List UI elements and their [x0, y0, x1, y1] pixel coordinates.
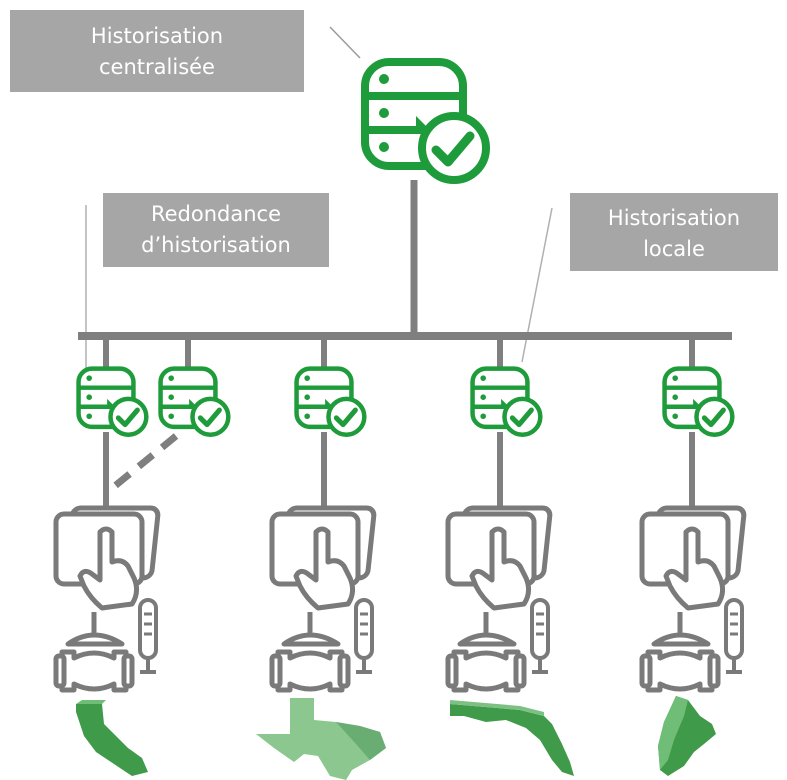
california-map [76, 700, 148, 776]
local-database-sync-icon-1 [79, 369, 147, 435]
central-database-sync-icon [365, 62, 486, 180]
field-equipment-2 [272, 508, 375, 690]
redundancy-label: Redondance d’historisation [103, 193, 329, 267]
field-equipment-3 [448, 508, 551, 690]
redundancy-label-line2: d’historisation [141, 233, 291, 257]
redundancy-label-line1: Redondance [150, 202, 282, 226]
local-historian-label-line1: Historisation [607, 206, 741, 230]
central-historian-label-line1: Historisation [90, 24, 224, 48]
redundancy-dashed-link [107, 433, 179, 493]
field-equipment-1 [56, 508, 159, 690]
local-historian-label-line2: locale [643, 237, 705, 261]
central-historian-label-line2: centralisée [99, 55, 215, 79]
texas-map [256, 698, 386, 780]
local-database-sync-icon-3 [473, 369, 541, 435]
redundant-database-sync-icon [161, 369, 229, 435]
local-historian-label: Historisation locale [570, 193, 778, 271]
maine-map [658, 696, 716, 776]
field-equipment-4 [642, 508, 745, 690]
central-label-leader [329, 26, 361, 59]
florida-map [450, 700, 574, 776]
local-database-sync-icon-4 [665, 369, 733, 435]
local-database-sync-icon-2 [297, 369, 365, 435]
central-historian-label: Historisation centralisée [10, 10, 304, 92]
